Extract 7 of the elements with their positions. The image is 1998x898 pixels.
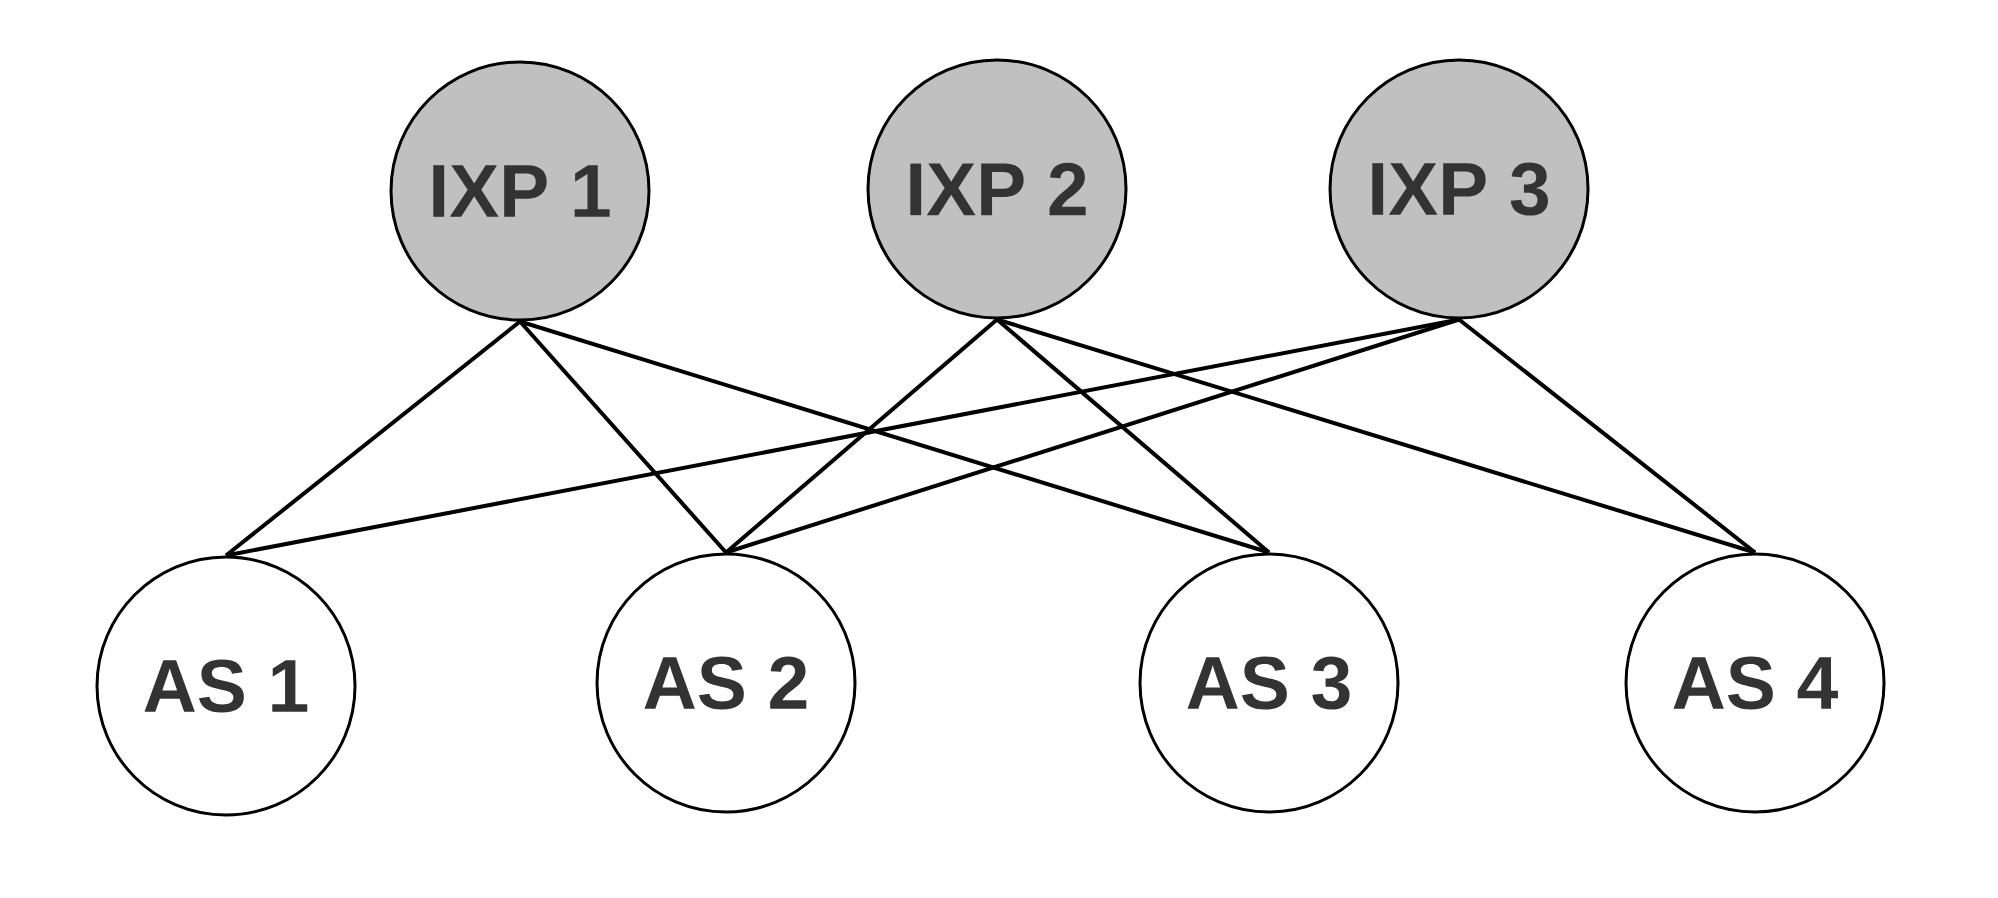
connector-line [996,317,1756,555]
connector-line [724,317,999,554]
connector-line [224,319,522,558]
connector-line [518,320,728,554]
connector-line [519,319,1270,555]
connector-line [1457,317,1757,555]
connector-line [995,317,1271,554]
